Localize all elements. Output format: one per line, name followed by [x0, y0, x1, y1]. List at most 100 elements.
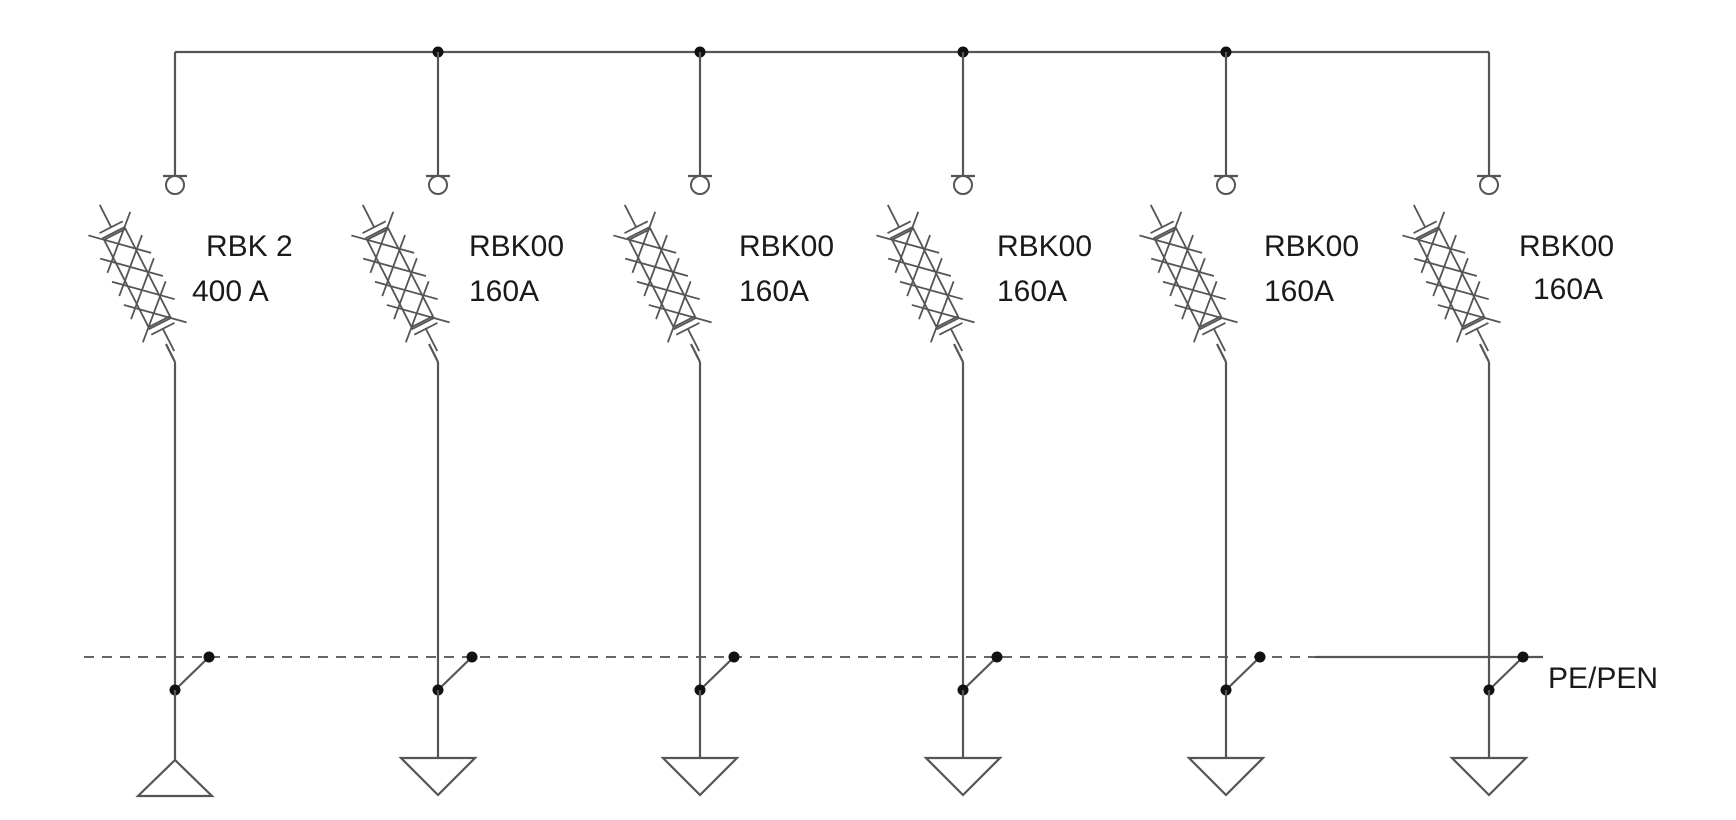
fuse-hatch: [405, 281, 430, 343]
fuse-hatch: [911, 304, 975, 324]
feeder-link-wire: [428, 343, 439, 363]
fuse-hatch: [1432, 234, 1457, 297]
fuse-switch-icon: [1402, 204, 1501, 352]
fuse-hatch: [643, 234, 668, 297]
feeder-1: [88, 52, 215, 798]
fuse-hatch: [1150, 257, 1215, 277]
fuse-hatch: [88, 234, 152, 254]
pe-link-upper-dot: [1254, 651, 1266, 663]
fuse-hatch: [374, 280, 438, 301]
fuse-upper-lead: [361, 204, 375, 228]
earth-triangle-icon: [135, 758, 215, 798]
fuse-hatch: [362, 257, 427, 277]
main-busbar: [175, 46, 1489, 58]
fuse-hatch: [636, 280, 700, 301]
fuse-hatch: [351, 234, 415, 254]
feeder-link-wire: [1216, 343, 1227, 363]
fuse-switch-icon: [613, 204, 712, 352]
fuse-hatch: [631, 211, 657, 274]
feeder-2: [351, 52, 478, 797]
feeder-2-rating-label: 160A: [469, 275, 540, 308]
pe-link-upper-dot: [991, 651, 1003, 663]
fuse-hatch: [1174, 304, 1238, 324]
fuse-hatch: [106, 211, 132, 274]
fuse-hatch: [876, 234, 940, 254]
fuse-lower-contact: [1462, 316, 1487, 331]
fuse-upper-lead: [1149, 204, 1163, 228]
fuse-hatch: [123, 304, 187, 324]
fuse-hatch: [1181, 257, 1206, 320]
fuse-hatch: [142, 281, 167, 343]
pe-link-upper-dot: [728, 651, 740, 663]
fuse-lower-lead: [162, 328, 176, 352]
fuse-switch-icon: [88, 204, 187, 352]
fuse-lower-lead: [950, 328, 964, 352]
fuse-hatch: [1420, 211, 1446, 274]
fuse-lower-lead: [1476, 328, 1490, 352]
feeder-5: [1139, 52, 1266, 797]
fuse-hatch: [1157, 211, 1183, 274]
fuse-upper-lead: [1412, 204, 1426, 228]
fuse-hatch: [648, 304, 712, 324]
fuse-upper-contact: [362, 220, 387, 234]
pe-link-switch-blade: [1225, 656, 1261, 691]
fuse-hatch: [1437, 304, 1501, 324]
fuse-upper-contact: [1152, 225, 1177, 240]
fuse-hatch: [130, 257, 155, 320]
fuse-hatch: [667, 281, 692, 343]
fuse-upper-contact: [1150, 220, 1175, 234]
earth-triangle-icon: [1186, 756, 1266, 797]
pe-link-switch-blade: [1488, 656, 1524, 691]
fuse-upper-contact: [101, 225, 126, 240]
fuse-body: [890, 227, 960, 329]
feeder-link-wire: [953, 343, 964, 363]
fuse-body: [1416, 227, 1486, 329]
fuse-upper-contact: [1413, 220, 1438, 234]
fuse-hatch: [1413, 257, 1478, 277]
pe-link-upper-dot: [466, 651, 478, 663]
earth-triangle-icon: [1449, 756, 1529, 797]
socket-circle: [1479, 175, 1499, 195]
fuse-upper-lead: [98, 204, 112, 228]
earth-triangle-icon: [660, 756, 740, 797]
fuse-upper-contact: [626, 225, 651, 240]
feeder-link-wire: [1479, 343, 1490, 363]
feeder-link-wire: [690, 343, 701, 363]
fuse-hatch: [1425, 280, 1489, 301]
fuse-upper-contact: [1415, 225, 1440, 240]
fuse-hatch: [381, 234, 406, 297]
fuse-hatch: [906, 234, 931, 297]
fuse-upper-contact: [624, 220, 649, 234]
fuse-upper-contact: [99, 220, 124, 234]
fuse-hatch: [118, 234, 143, 297]
fuse-hatch: [899, 280, 963, 301]
fuse-hatch: [1162, 280, 1226, 301]
fuse-upper-contact: [364, 225, 389, 240]
earth-triangle-icon: [398, 756, 478, 797]
fuse-hatch: [1456, 281, 1481, 343]
feeder-4-rating-label: 160A: [997, 275, 1068, 308]
feeder-3-rating-label: 160A: [739, 275, 810, 308]
fuse-hatch: [1193, 281, 1218, 343]
fuse-body: [1153, 227, 1223, 329]
fuse-body: [627, 227, 697, 329]
fuse-body: [102, 227, 172, 329]
fuse-hatch: [369, 211, 395, 274]
fuse-hatch: [1169, 234, 1194, 297]
fuse-lower-contact: [673, 316, 698, 331]
fuse-hatch: [930, 281, 955, 343]
fuse-hatch: [111, 280, 175, 301]
fuse-hatch: [894, 211, 920, 274]
fuse-hatch: [613, 234, 677, 254]
pe-link-switch-blade: [437, 656, 473, 691]
feeder-5-rating-label: 160A: [1264, 275, 1335, 308]
fuse-upper-lead: [623, 204, 637, 228]
fuse-switch-icon: [876, 204, 975, 352]
fuse-hatch: [99, 257, 164, 277]
pe-link-switch-blade: [174, 656, 210, 691]
fuse-hatch: [918, 257, 943, 320]
feeder-link-wire: [165, 343, 176, 363]
fuse-lower-contact: [1199, 316, 1224, 331]
fuse-hatch: [887, 257, 952, 277]
